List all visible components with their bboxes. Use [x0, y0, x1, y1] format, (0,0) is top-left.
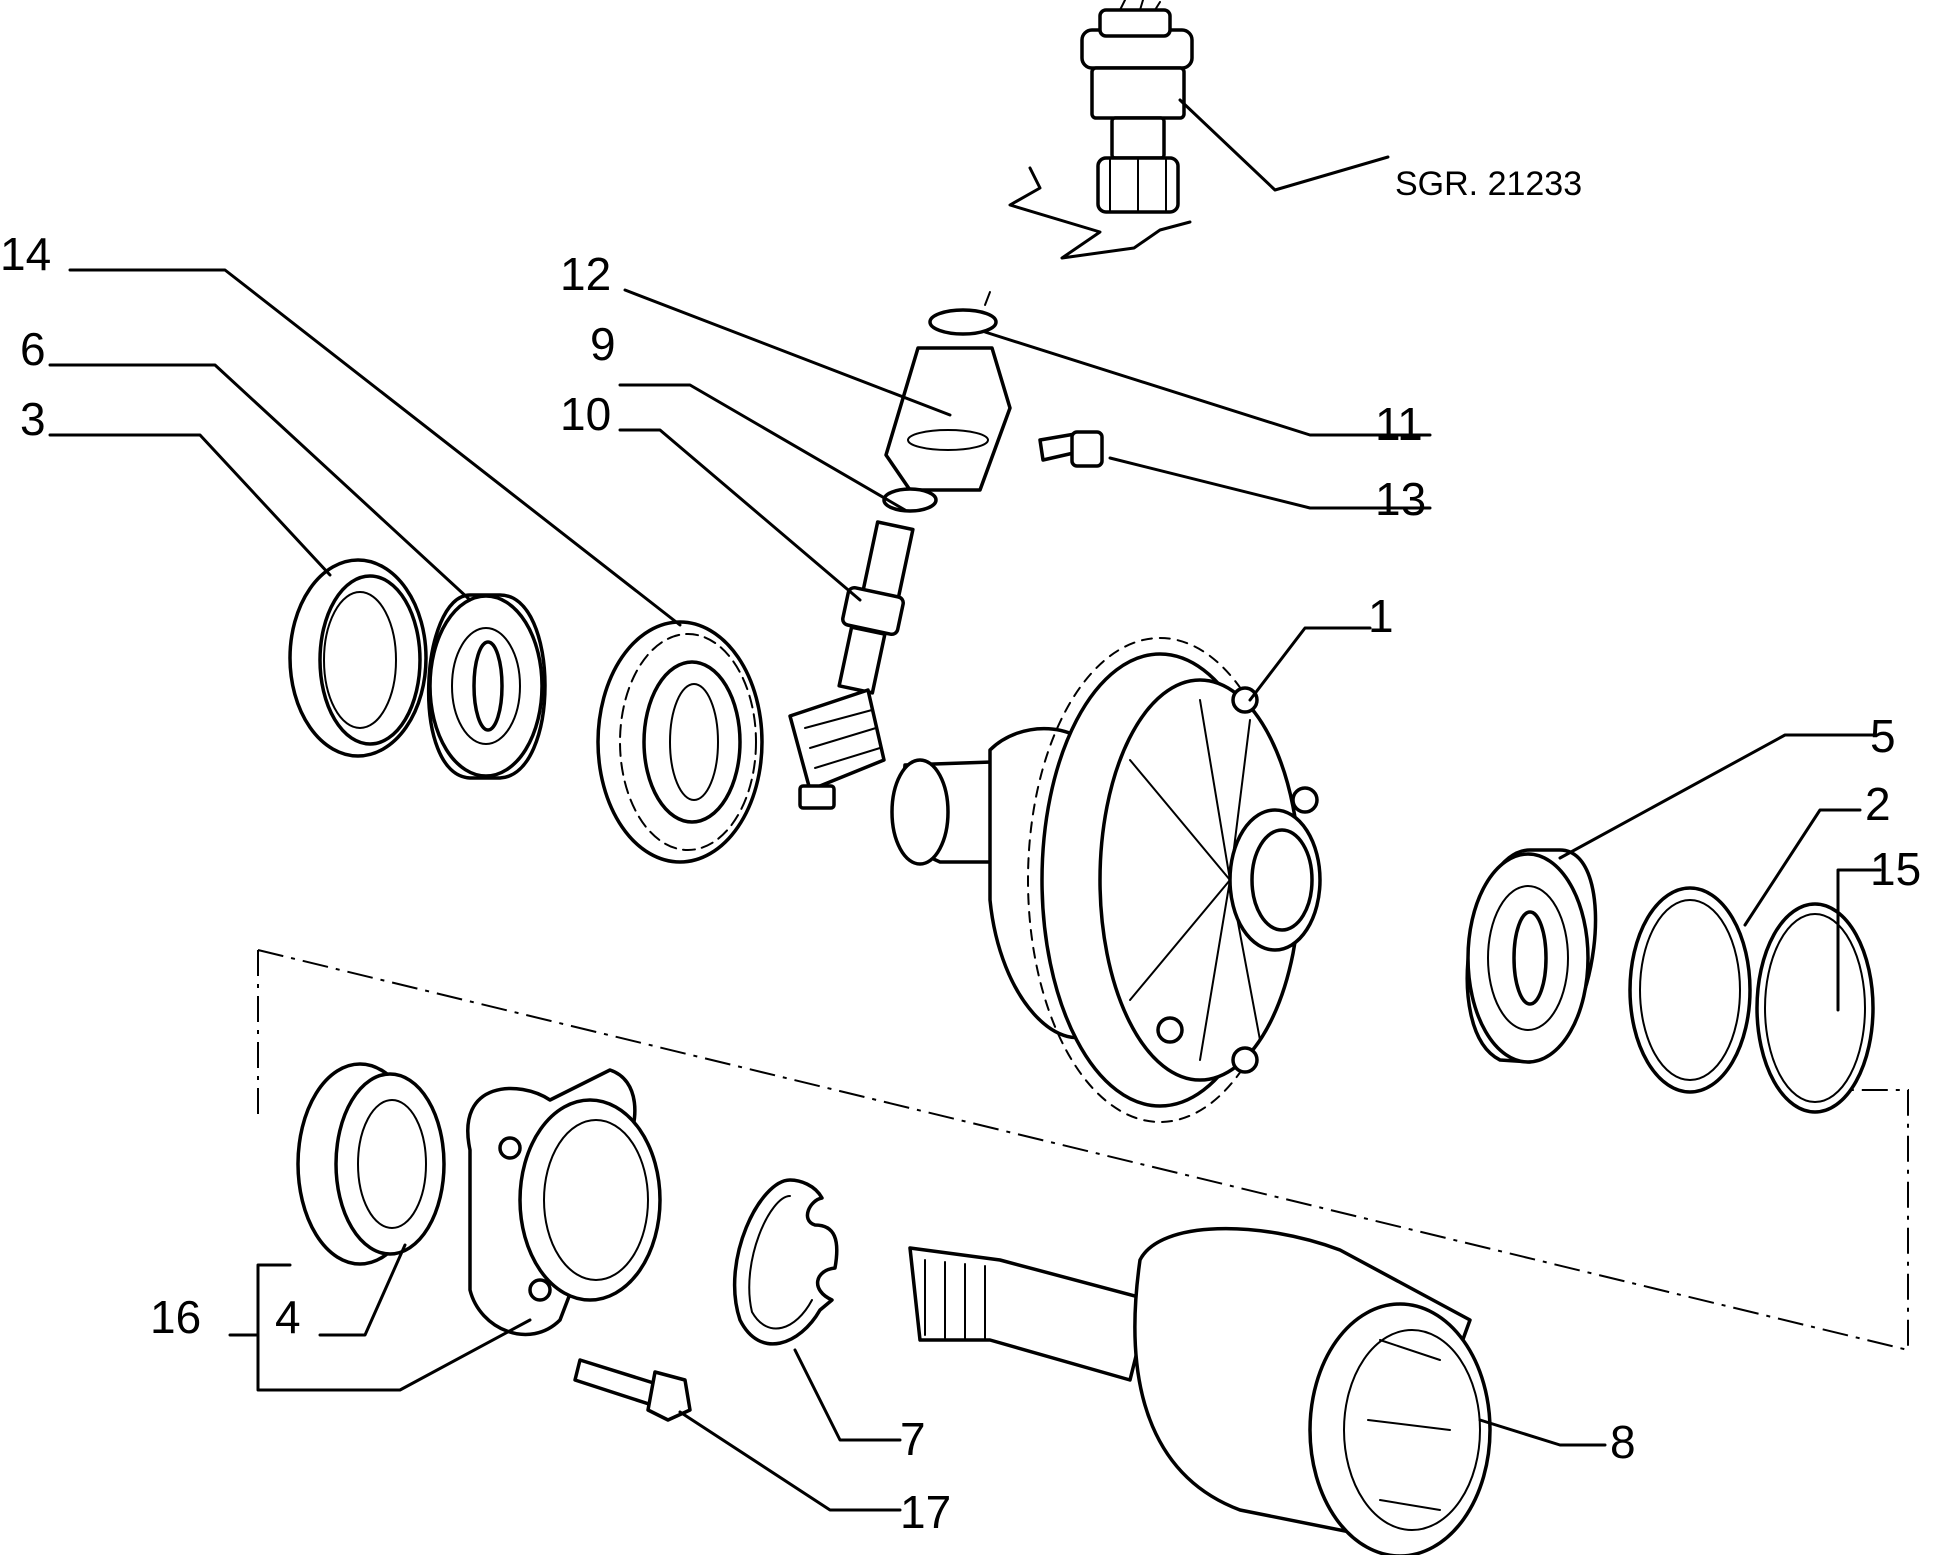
- callout-2: 2: [1865, 778, 1891, 830]
- callout-4: 4: [275, 1291, 301, 1343]
- snap-ring-15: [1755, 902, 1875, 1114]
- callout-17: 17: [900, 1486, 951, 1538]
- bolt-13: [1038, 430, 1104, 468]
- callout-10: 10: [560, 388, 611, 440]
- callout-15: 15: [1870, 843, 1921, 895]
- drive-sleeve-12: [884, 308, 1012, 492]
- break-line: [1008, 166, 1192, 260]
- circlip-7: [732, 1178, 839, 1346]
- callout-5: 5: [1870, 710, 1896, 762]
- shim-ring-2: [1628, 886, 1752, 1094]
- callout-3: 3: [20, 393, 46, 445]
- cv-joint-shaft-8: [908, 1226, 1492, 1555]
- callout-16: 16: [150, 1291, 201, 1343]
- seal-flange-16: [466, 1068, 662, 1337]
- callout-7: 7: [900, 1413, 926, 1465]
- oil-seal-3: [288, 558, 428, 758]
- o-ring-9: [882, 487, 938, 513]
- speedometer-gear-14: [596, 620, 764, 864]
- oil-seal-4: [296, 1062, 446, 1266]
- centerline: [257, 949, 1909, 1352]
- callout-8: 8: [1610, 1416, 1636, 1468]
- callout-12: 12: [560, 248, 611, 300]
- callout-6: 6: [20, 323, 46, 375]
- callout-14: 14: [0, 228, 51, 280]
- bolt-17: [573, 1358, 692, 1422]
- bearing-6: [427, 593, 547, 780]
- leader-lines: [48, 98, 1882, 1512]
- differential-housing-1: [890, 637, 1322, 1123]
- callout-11: 11: [1375, 398, 1423, 450]
- bearing-5: [1465, 848, 1598, 1064]
- pinion-shaft-10: [788, 520, 915, 810]
- callout-9: 9: [590, 318, 616, 370]
- callout-1: 1: [1368, 590, 1394, 642]
- reference-label: SGR. 21233: [1395, 165, 1582, 203]
- speed-sensor: [1080, 0, 1194, 214]
- callout-13: 13: [1375, 473, 1426, 525]
